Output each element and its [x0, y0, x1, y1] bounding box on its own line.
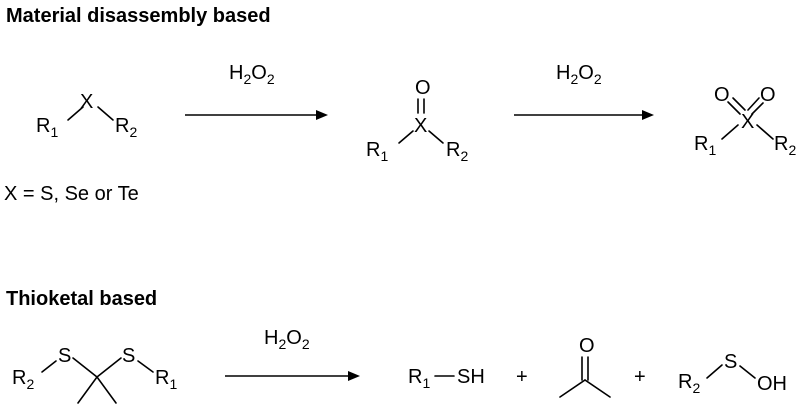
atom-oxygen: O: [579, 335, 595, 357]
atom-sulfur: S: [122, 345, 135, 367]
atom-oxygen: O: [714, 84, 730, 106]
product-sulfenic-acid: R2 S OH: [678, 351, 787, 396]
bond: [96, 376, 117, 404]
bond: [72, 357, 98, 378]
substituent-r1: R1: [155, 367, 177, 392]
atom-x: X: [80, 91, 93, 113]
product-acetone: O: [559, 335, 611, 398]
atom-sulfur: S: [724, 351, 737, 373]
atom-oxygen: O: [760, 84, 776, 106]
bond: [77, 376, 98, 404]
bond: [584, 379, 611, 398]
bond: [41, 360, 57, 373]
arrow-head: [642, 110, 654, 120]
plus-sign: +: [516, 366, 528, 388]
bond: [706, 364, 723, 379]
bond: [559, 379, 586, 398]
atom-oxygen: O: [415, 77, 431, 99]
product-sulfone: O O X R1 R2: [694, 84, 796, 158]
bond: [756, 124, 774, 140]
product-thiol: R1 SH: [408, 366, 485, 391]
bond: [97, 106, 114, 121]
substituent-r2: R2: [115, 115, 137, 140]
substituent-r1: R1: [408, 366, 430, 391]
reactant-sulfide: X R1 R2: [36, 91, 137, 140]
plus-sign: +: [634, 366, 646, 388]
section-heading-material: Material disassembly based: [6, 5, 271, 27]
bond: [727, 101, 741, 115]
reagent-label: H2O2: [556, 62, 602, 87]
bond: [428, 130, 444, 144]
atom-sulfur: S: [58, 345, 71, 367]
substituent-r2: R2: [446, 139, 468, 164]
reactant-thioketal: R2 S S R1: [12, 345, 177, 404]
bond: [721, 124, 739, 140]
reaction-arrow-2: H2O2: [514, 62, 654, 120]
arrow-head: [316, 110, 328, 120]
product-sulfoxide: O X R1 R2: [366, 77, 468, 164]
bond: [751, 102, 764, 115]
bond: [137, 360, 154, 373]
substituent-r2: R2: [678, 371, 700, 396]
bond: [96, 357, 122, 378]
substituent-r1: R1: [694, 133, 716, 158]
bond: [398, 130, 414, 144]
reagent-label: H2O2: [229, 62, 275, 87]
reagent-label: H2O2: [264, 327, 310, 352]
arrow-head: [348, 371, 360, 381]
reaction-arrow-1: H2O2: [185, 62, 328, 120]
bond: [739, 365, 756, 379]
bond: [732, 97, 746, 111]
substituent-r1: R1: [366, 139, 388, 164]
atom-x: X: [741, 111, 754, 133]
section-heading-thioketal: Thioketal based: [6, 288, 157, 310]
bond: [747, 97, 760, 111]
bond: [67, 106, 84, 121]
substituent-r2: R2: [12, 367, 34, 392]
atom-x: X: [414, 115, 427, 137]
substitution-note: X = S, Se or Te: [4, 183, 139, 205]
substituent-r1: R1: [36, 115, 58, 140]
reaction-arrow-3: H2O2: [225, 327, 360, 381]
hydroxyl-group: OH: [757, 373, 787, 395]
thiol-group: SH: [457, 366, 485, 388]
substituent-r2: R2: [774, 133, 796, 158]
